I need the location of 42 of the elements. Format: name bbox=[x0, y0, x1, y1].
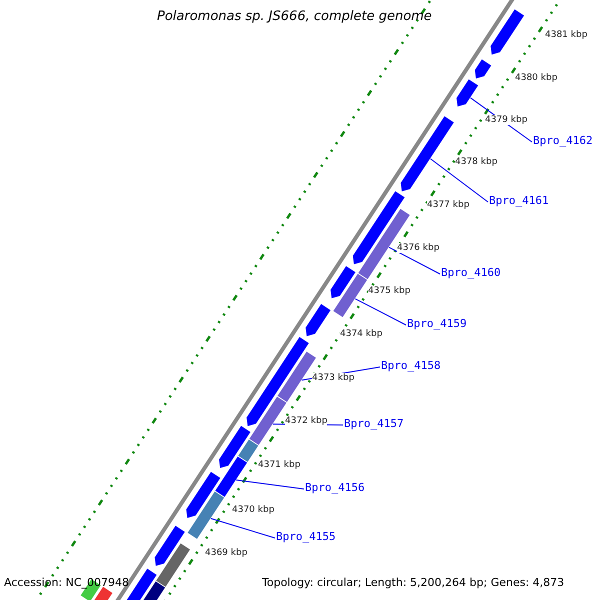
gene-label: Bpro_4162 bbox=[533, 134, 593, 147]
gene-feature bbox=[186, 490, 226, 540]
scale-label: 4370 kbp bbox=[232, 505, 274, 515]
gene-feature bbox=[474, 58, 492, 80]
leader-line bbox=[354, 298, 406, 326]
gene-label: Bpro_4159 bbox=[407, 317, 467, 330]
scale-label: 4380 kbp bbox=[515, 73, 558, 83]
gene-feature bbox=[400, 115, 455, 192]
gene-label: Bpro_4158 bbox=[381, 359, 441, 372]
scale-label: 4379 kbp bbox=[485, 115, 528, 125]
gene-label: Bpro_4161 bbox=[489, 194, 549, 207]
gene-label: Bpro_4156 bbox=[305, 481, 365, 494]
scale-label: 4372 kbp bbox=[285, 416, 328, 426]
topology-text: Topology: circular; Length: 5,200,264 bp; Genes: 4,873 bbox=[262, 576, 564, 589]
scale-label: 4369 kbp bbox=[205, 548, 248, 558]
gene-feature bbox=[218, 424, 252, 470]
gene-feature bbox=[330, 264, 357, 300]
gene-feature bbox=[237, 438, 260, 464]
gene-label: Bpro_4157 bbox=[344, 417, 404, 430]
gene-feature bbox=[154, 542, 192, 590]
gene-feature bbox=[246, 336, 310, 428]
gene-label: Bpro_4155 bbox=[276, 530, 336, 543]
scale-label: 4381 kbp bbox=[545, 30, 588, 40]
gene-feature bbox=[332, 272, 368, 318]
map-title: Polaromonas sp. JS666, complete genome bbox=[157, 9, 432, 24]
gene-label: Bpro_4160 bbox=[441, 266, 501, 279]
gene-feature bbox=[185, 470, 222, 519]
scale-label: 4376 kbp bbox=[397, 243, 440, 253]
scale-label: 4375 kbp bbox=[368, 286, 410, 296]
gene-feature bbox=[304, 302, 332, 338]
scale-label: 4373 kbp bbox=[312, 373, 354, 383]
leader-line bbox=[388, 246, 440, 274]
scale-label: 4371 kbp bbox=[258, 460, 300, 470]
leader-line bbox=[210, 518, 276, 538]
scale-label: 4377 kbp bbox=[427, 200, 470, 210]
scale-label: 4374 kbp bbox=[340, 329, 382, 339]
gene-feature bbox=[456, 78, 480, 108]
gene-feature bbox=[490, 8, 526, 56]
leader-line bbox=[236, 480, 304, 490]
gene-feature bbox=[154, 524, 186, 567]
leader-line bbox=[430, 158, 488, 202]
gene-feature bbox=[214, 455, 248, 498]
